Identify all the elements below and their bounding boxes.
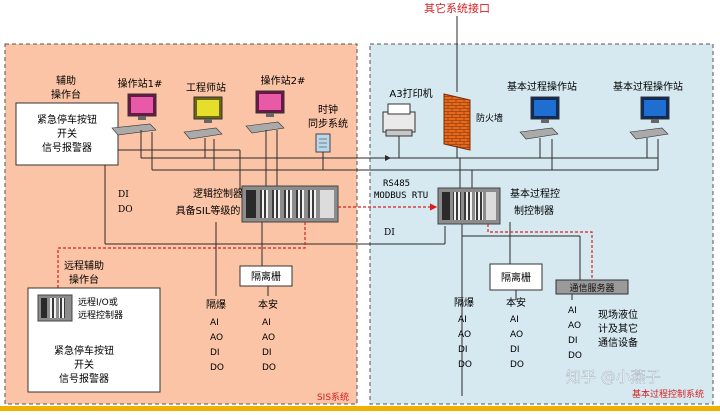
remote-aux-title-1: 远程辅助 xyxy=(64,259,104,272)
sis-isolation-barrier-label: 隔离栅 xyxy=(251,270,281,283)
remote-aux-title-2: 操作台 xyxy=(69,273,99,286)
field-devices-label-1: 现场液位 xyxy=(598,308,638,321)
printer-label: A3打印机 xyxy=(389,87,432,100)
rs485-label: RS485 xyxy=(383,179,410,189)
workstation-blue-icon xyxy=(519,96,560,140)
clock-sync-label-2: 同步系统 xyxy=(308,117,348,130)
firewall-label: 防火墙 xyxy=(476,112,503,124)
station2-label: 操作站2# xyxy=(261,74,306,87)
bpcs-network-lines xyxy=(390,138,659,396)
bpcs-signals-col-3: AI AO DI DO xyxy=(568,306,582,361)
svg-text:DO: DO xyxy=(210,363,224,373)
bpcs-region-label: 基本过程控制系统 xyxy=(632,388,704,400)
svg-text:DO: DO xyxy=(458,360,472,370)
sis-intrinsic-safe-label: 本安 xyxy=(258,298,278,311)
clock-sync-label-1: 时钟 xyxy=(318,103,338,116)
remote-io-label-1: 远程I/O或 xyxy=(78,296,118,308)
aux-console-title-2: 操作台 xyxy=(51,88,81,101)
aux-console-title-1: 辅助 xyxy=(56,74,76,87)
svg-text:AO: AO xyxy=(262,333,275,343)
svg-text:DI: DI xyxy=(510,345,520,355)
svg-text:DO: DO xyxy=(262,363,276,373)
process-controller-label-1: 基本过程控 xyxy=(510,187,560,200)
svg-text:AI: AI xyxy=(262,318,271,328)
svg-text:DI: DI xyxy=(568,336,578,346)
station1-label: 操作站1# xyxy=(118,77,163,90)
comm-server-label: 通信服务器 xyxy=(569,282,614,294)
workstation-yellow-icon xyxy=(183,96,223,140)
process-station-2-label: 基本过程操作站 xyxy=(613,80,683,93)
remote-console-line-3: 信号报警器 xyxy=(59,372,109,385)
sis-explosion-proof-label: 隔爆 xyxy=(206,299,226,311)
remote-console-line-2: 开关 xyxy=(74,358,94,371)
process-controller-label-2: 制控制器 xyxy=(514,204,554,217)
workstation-pink-2-icon xyxy=(245,90,285,134)
aux-console-line-3: 信号报警器 xyxy=(42,141,92,154)
watermark-text: 知乎 @小燕子 xyxy=(566,368,661,386)
bpcs-signals-col-2: AI AO DI DO xyxy=(510,315,524,370)
bpcs-isolation-barrier xyxy=(489,263,543,291)
modbus-label: MODBUS RTU xyxy=(374,191,428,201)
svg-text:AO: AO xyxy=(510,330,523,340)
bpcs-signals-col-1: AI AO DI DO xyxy=(458,315,472,370)
bpcs-di-label: DI xyxy=(384,228,395,238)
svg-text:DI: DI xyxy=(458,345,468,355)
comm-server-red-link xyxy=(487,224,593,282)
sis-network-lines xyxy=(104,130,658,245)
aux-console-box xyxy=(15,102,119,166)
svg-text:AO: AO xyxy=(568,321,581,331)
sis-isolation-barrier xyxy=(239,265,293,287)
remote-io-red-link xyxy=(57,222,306,290)
sis-signals-col-1: AI AO DI DO xyxy=(210,318,224,373)
svg-text:AI: AI xyxy=(458,315,467,325)
svg-text:DO: DO xyxy=(510,360,524,370)
bottom-accent-bar xyxy=(0,406,720,411)
bpcs-isolation-barrier-label: 隔离栅 xyxy=(501,271,531,284)
logic-controller-label-1: 逻辑控制器 xyxy=(193,187,243,200)
aux-console-line-1: 紧急停车按钮 xyxy=(37,113,97,126)
remote-io-label-2: 远程控制器 xyxy=(78,309,123,321)
svg-text:DO: DO xyxy=(568,351,582,361)
workstation-pink-icon xyxy=(111,93,157,136)
other-systems-label: 其它系统接口 xyxy=(424,1,490,15)
sis-region-label: SIS系统 xyxy=(317,391,349,403)
firewall-icon xyxy=(443,93,471,151)
bpcs-explosion-proof-label: 隔爆 xyxy=(454,297,474,309)
printer-icon xyxy=(382,103,416,137)
sis-signals-col-2: AI AO DI DO xyxy=(262,318,276,373)
svg-text:AI: AI xyxy=(510,315,519,325)
svg-text:AO: AO xyxy=(210,333,223,343)
field-devices-label-2: 计及其它 xyxy=(598,322,638,335)
process-controller-rack-icon xyxy=(437,187,501,225)
sis-field-lines xyxy=(215,222,269,296)
workstation-blue-2-icon xyxy=(629,96,670,140)
bpcs-intrinsic-safe-label: 本安 xyxy=(506,296,526,309)
svg-text:DI: DI xyxy=(210,348,220,358)
comm-server-box xyxy=(555,279,629,295)
field-devices-label-3: 通信设备 xyxy=(598,336,638,349)
sis-di-label: DI xyxy=(118,190,129,200)
svg-text:DI: DI xyxy=(262,348,272,358)
svg-text:AI: AI xyxy=(568,306,577,316)
process-station-1-label: 基本过程操作站 xyxy=(507,80,577,93)
remote-console-line-1: 紧急停车按钮 xyxy=(54,344,114,357)
logic-controller-rack-icon xyxy=(241,185,339,223)
engineer-station-label: 工程师站 xyxy=(186,81,226,94)
remote-io-rack-icon xyxy=(37,294,73,322)
svg-text:AI: AI xyxy=(210,318,219,328)
sis-do-label: DO xyxy=(118,205,133,215)
svg-text:AO: AO xyxy=(458,330,471,340)
logic-controller-label-2: 具备SIL等级的 xyxy=(176,204,241,217)
aux-console-line-2: 开关 xyxy=(57,127,77,140)
